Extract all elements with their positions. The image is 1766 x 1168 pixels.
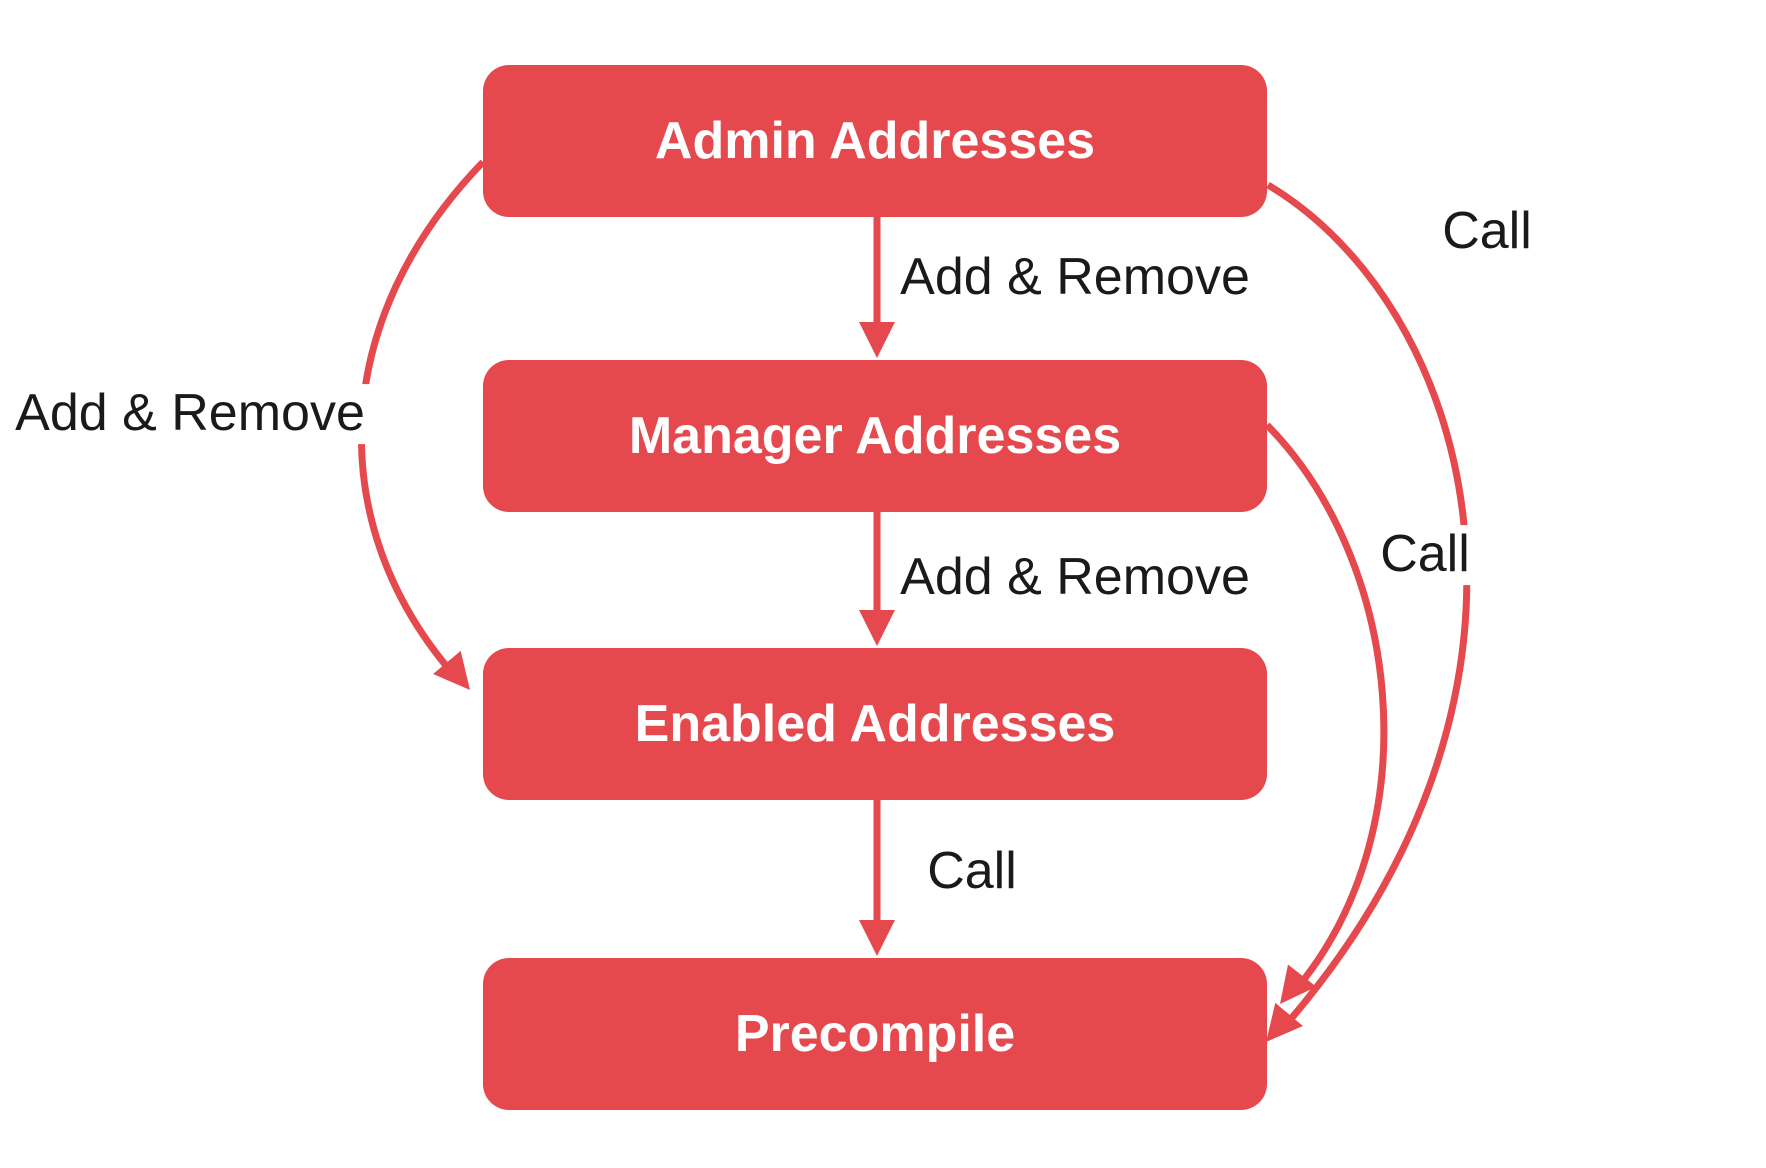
edge-manager-precompile-arrowhead — [1280, 964, 1317, 1004]
edge-label-manager-enabled-add-remove: Add & Remove — [894, 548, 1256, 608]
edge-label-admin-precompile-call: Call — [1436, 202, 1538, 262]
edge-label-admin-enabled-add-remove: Add & Remove — [9, 384, 371, 444]
edge-enabled-precompile-arrowhead — [859, 920, 895, 956]
edge-manager-precompile-line — [1264, 422, 1388, 985]
edge-manager-enabled-arrowhead — [859, 610, 895, 646]
edge-label-manager-precompile-call: Call — [1374, 525, 1476, 585]
edge-admin-precompile-arrowhead — [1266, 1002, 1303, 1042]
edge-label-admin-manager-add-remove: Add & Remove — [894, 248, 1256, 308]
edge-admin-enabled-line — [358, 159, 486, 671]
node-admin-addresses: Admin Addresses — [483, 65, 1267, 217]
node-manager-addresses: Manager Addresses — [483, 360, 1267, 512]
node-enabled-addresses: Enabled Addresses — [483, 648, 1267, 800]
edge-label-enabled-precompile-call: Call — [921, 842, 1023, 902]
node-precompile: Precompile — [483, 958, 1267, 1110]
edge-admin-manager-arrowhead — [859, 322, 895, 358]
edge-admin-enabled-arrowhead — [433, 650, 470, 690]
edge-admin-precompile-line — [1266, 181, 1471, 1023]
